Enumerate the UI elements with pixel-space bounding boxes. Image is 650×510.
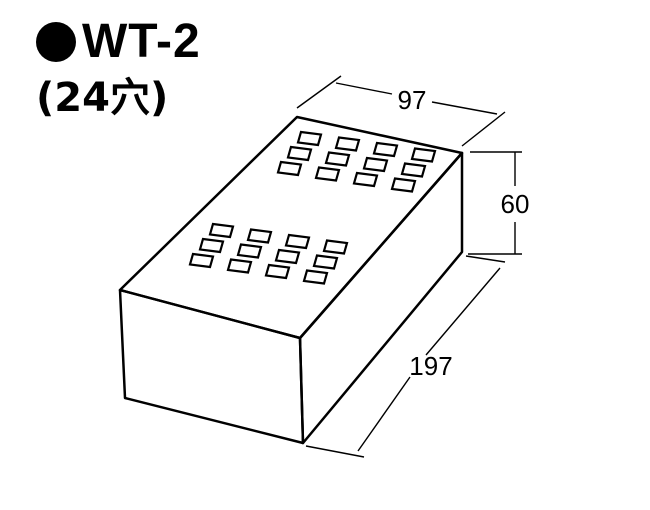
hole — [274, 248, 301, 265]
hole — [284, 233, 311, 250]
hole — [400, 162, 427, 178]
hole — [322, 239, 349, 255]
hole — [372, 141, 399, 158]
hole — [352, 171, 379, 188]
dim-length-line-a — [425, 267, 501, 356]
hole — [264, 263, 291, 280]
hole — [236, 243, 263, 259]
dim-height-label: 60 — [501, 189, 530, 219]
dim-width-line-a — [335, 82, 393, 95]
dim-length-label: 197 — [409, 351, 452, 381]
hole — [208, 222, 235, 239]
hole-count-subtitle: (24穴) — [36, 75, 169, 121]
hole — [362, 156, 389, 173]
dim-width-ext-left — [296, 75, 342, 109]
hole-grid — [188, 130, 437, 285]
hole — [410, 147, 437, 163]
bullet-icon — [36, 22, 76, 62]
dim-width-line-b — [431, 101, 498, 115]
block-side-face — [298, 151, 464, 445]
hole — [226, 258, 253, 274]
hole — [334, 136, 361, 152]
hole — [302, 269, 329, 285]
hole — [296, 130, 323, 147]
dim-length-line-b — [357, 376, 411, 452]
hole — [324, 151, 351, 167]
hole — [286, 145, 313, 162]
model-name: WT-2 — [82, 15, 201, 68]
hole — [188, 252, 215, 269]
dim-length-ext-top — [465, 255, 506, 263]
hole — [246, 228, 273, 244]
hole — [314, 166, 341, 182]
dim-width-ext-right — [461, 111, 506, 147]
hole — [312, 254, 339, 270]
hole — [198, 237, 225, 254]
product-title: WT-2 — [36, 18, 201, 66]
block-front-face — [118, 288, 305, 445]
dim-width-label: 97 — [398, 85, 427, 115]
hole — [390, 177, 417, 193]
dim-length-ext-bottom — [305, 445, 365, 458]
hole — [276, 160, 303, 177]
